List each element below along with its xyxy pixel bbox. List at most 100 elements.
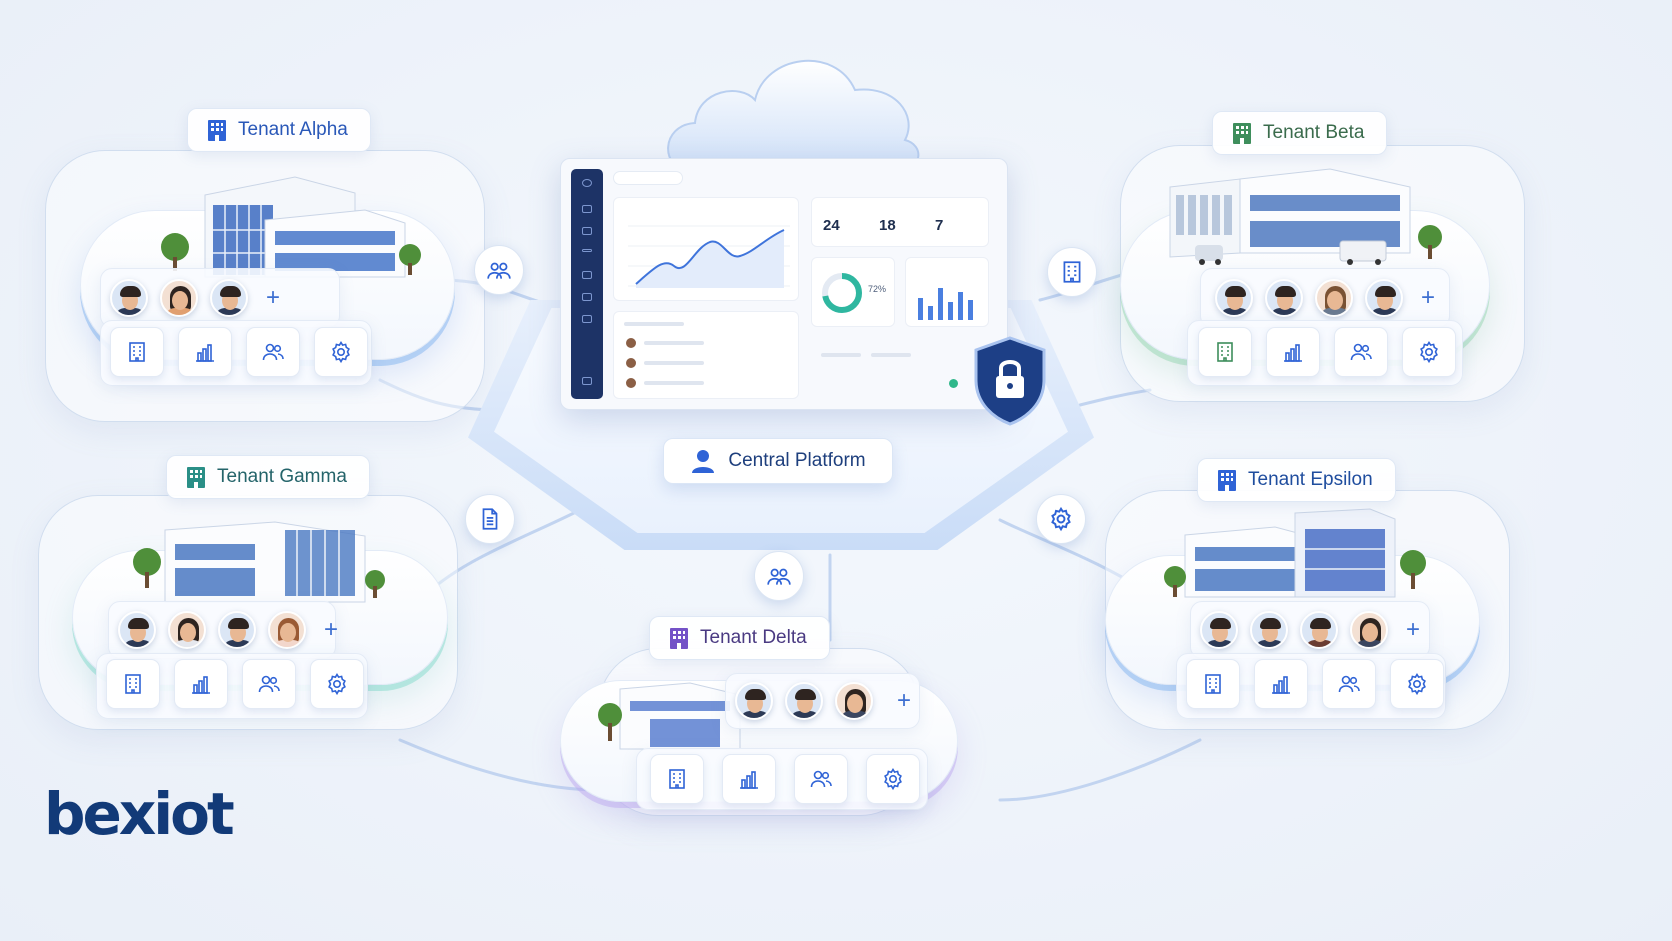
users-icon	[1338, 675, 1360, 693]
bar-chart-icon	[196, 344, 214, 362]
user-avatar[interactable]	[160, 279, 198, 317]
central-platform-title: Central Platform	[728, 450, 866, 471]
users-connector-node[interactable]	[474, 245, 524, 295]
building-tile[interactable]	[1198, 327, 1252, 377]
add-user-button[interactable]: +	[1420, 284, 1435, 311]
add-user-button[interactable]: +	[1405, 616, 1420, 643]
mini-bar-chart	[918, 288, 973, 320]
document-icon	[482, 508, 498, 530]
user-avatar[interactable]	[210, 279, 248, 317]
users-tile[interactable]	[1334, 327, 1388, 377]
building-tile[interactable]	[106, 659, 160, 709]
bar-chart-card	[905, 257, 989, 327]
stats-card	[811, 197, 989, 247]
building-icon	[187, 467, 205, 488]
bar-chart-icon	[740, 771, 758, 789]
user-avatar[interactable]	[1350, 611, 1388, 649]
settings-tile[interactable]	[1402, 327, 1456, 377]
user-avatar[interactable]	[1365, 279, 1403, 317]
bexiot-logo: bexiot	[44, 780, 235, 848]
add-user-button[interactable]: +	[323, 616, 338, 643]
user-avatar[interactable]	[1250, 611, 1288, 649]
building-tile[interactable]	[650, 754, 704, 804]
analytics-tile[interactable]	[1266, 327, 1320, 377]
gear-icon	[1051, 506, 1071, 532]
building-icon	[129, 342, 145, 362]
gear-icon	[328, 672, 346, 696]
building-connector-node[interactable]	[1047, 247, 1097, 297]
users-icon	[810, 770, 832, 788]
user-avatar[interactable]	[785, 682, 823, 720]
user-avatar[interactable]	[835, 682, 873, 720]
building-icon	[669, 769, 685, 789]
lock-shield-icon	[974, 336, 1046, 426]
dashboard-search[interactable]	[613, 171, 683, 185]
dashboard-window: 24 18 7	[560, 158, 1008, 410]
building-tile[interactable]	[1186, 659, 1240, 709]
user-avatar[interactable]	[110, 279, 148, 317]
tenant-name: Tenant Beta	[1263, 122, 1365, 143]
building-icon	[1233, 123, 1251, 144]
stat-value: 24	[823, 217, 840, 234]
bar-chart-icon	[1284, 344, 1302, 362]
building-icon	[670, 628, 688, 649]
status-dot	[949, 379, 958, 388]
user-avatar[interactable]	[1265, 279, 1303, 317]
building-icon	[208, 120, 226, 141]
add-user-button[interactable]: +	[265, 284, 280, 311]
users-icon	[487, 262, 511, 279]
user-avatar[interactable]	[1215, 279, 1253, 317]
tenant-name: Tenant Epsilon	[1248, 469, 1373, 490]
tenant-delta-avatars: +	[735, 682, 917, 720]
tenant-alpha-tiles	[110, 327, 368, 377]
gear-icon	[1408, 672, 1426, 696]
users-tile[interactable]	[242, 659, 296, 709]
analytics-tile[interactable]	[178, 327, 232, 377]
building-tile[interactable]	[110, 327, 164, 377]
user-avatar[interactable]	[1200, 611, 1238, 649]
users-tile[interactable]	[1322, 659, 1376, 709]
users-tile[interactable]	[794, 754, 848, 804]
building-icon	[1217, 342, 1233, 362]
gear-icon	[884, 767, 902, 791]
analytics-tile[interactable]	[1254, 659, 1308, 709]
settings-tile[interactable]	[866, 754, 920, 804]
settings-tile[interactable]	[1390, 659, 1444, 709]
users-tile[interactable]	[246, 327, 300, 377]
user-avatar[interactable]	[1300, 611, 1338, 649]
users-icon	[258, 675, 280, 693]
user-avatar[interactable]	[735, 682, 773, 720]
settings-tile[interactable]	[314, 327, 368, 377]
tenant-name: Tenant Delta	[700, 627, 807, 648]
user-avatar[interactable]	[218, 611, 256, 649]
user-avatar[interactable]	[268, 611, 306, 649]
stat-value: 7	[935, 217, 944, 234]
tenant-name: Tenant Gamma	[217, 466, 347, 487]
tenant-epsilon-label: Tenant Epsilon	[1197, 458, 1396, 502]
tenant-alpha-avatars: +	[110, 279, 286, 317]
central-platform-label: Central Platform	[663, 438, 893, 484]
user-avatar[interactable]	[1315, 279, 1353, 317]
office-building-illustration	[598, 682, 741, 750]
line-chart	[628, 225, 790, 288]
tenant-beta-label: Tenant Beta	[1212, 111, 1388, 155]
tenant-epsilon-avatars: +	[1200, 611, 1426, 649]
settings-tile[interactable]	[310, 659, 364, 709]
users-icon	[767, 568, 791, 585]
document-connector-node[interactable]	[465, 494, 515, 544]
user-avatar[interactable]	[118, 611, 156, 649]
user-avatar[interactable]	[168, 611, 206, 649]
building-icon	[125, 674, 141, 694]
line-chart-card	[613, 197, 799, 301]
users-connector-node[interactable]	[754, 551, 804, 601]
add-user-button[interactable]: +	[896, 687, 911, 714]
user-icon	[692, 450, 715, 473]
tenant-gamma-tiles	[106, 659, 364, 709]
building-icon	[1218, 470, 1236, 491]
analytics-tile[interactable]	[722, 754, 776, 804]
gear-icon	[1420, 340, 1438, 364]
analytics-tile[interactable]	[174, 659, 228, 709]
tenant-gamma-avatars: +	[118, 611, 344, 649]
users-icon	[1350, 343, 1372, 361]
settings-connector-node[interactable]	[1036, 494, 1086, 544]
